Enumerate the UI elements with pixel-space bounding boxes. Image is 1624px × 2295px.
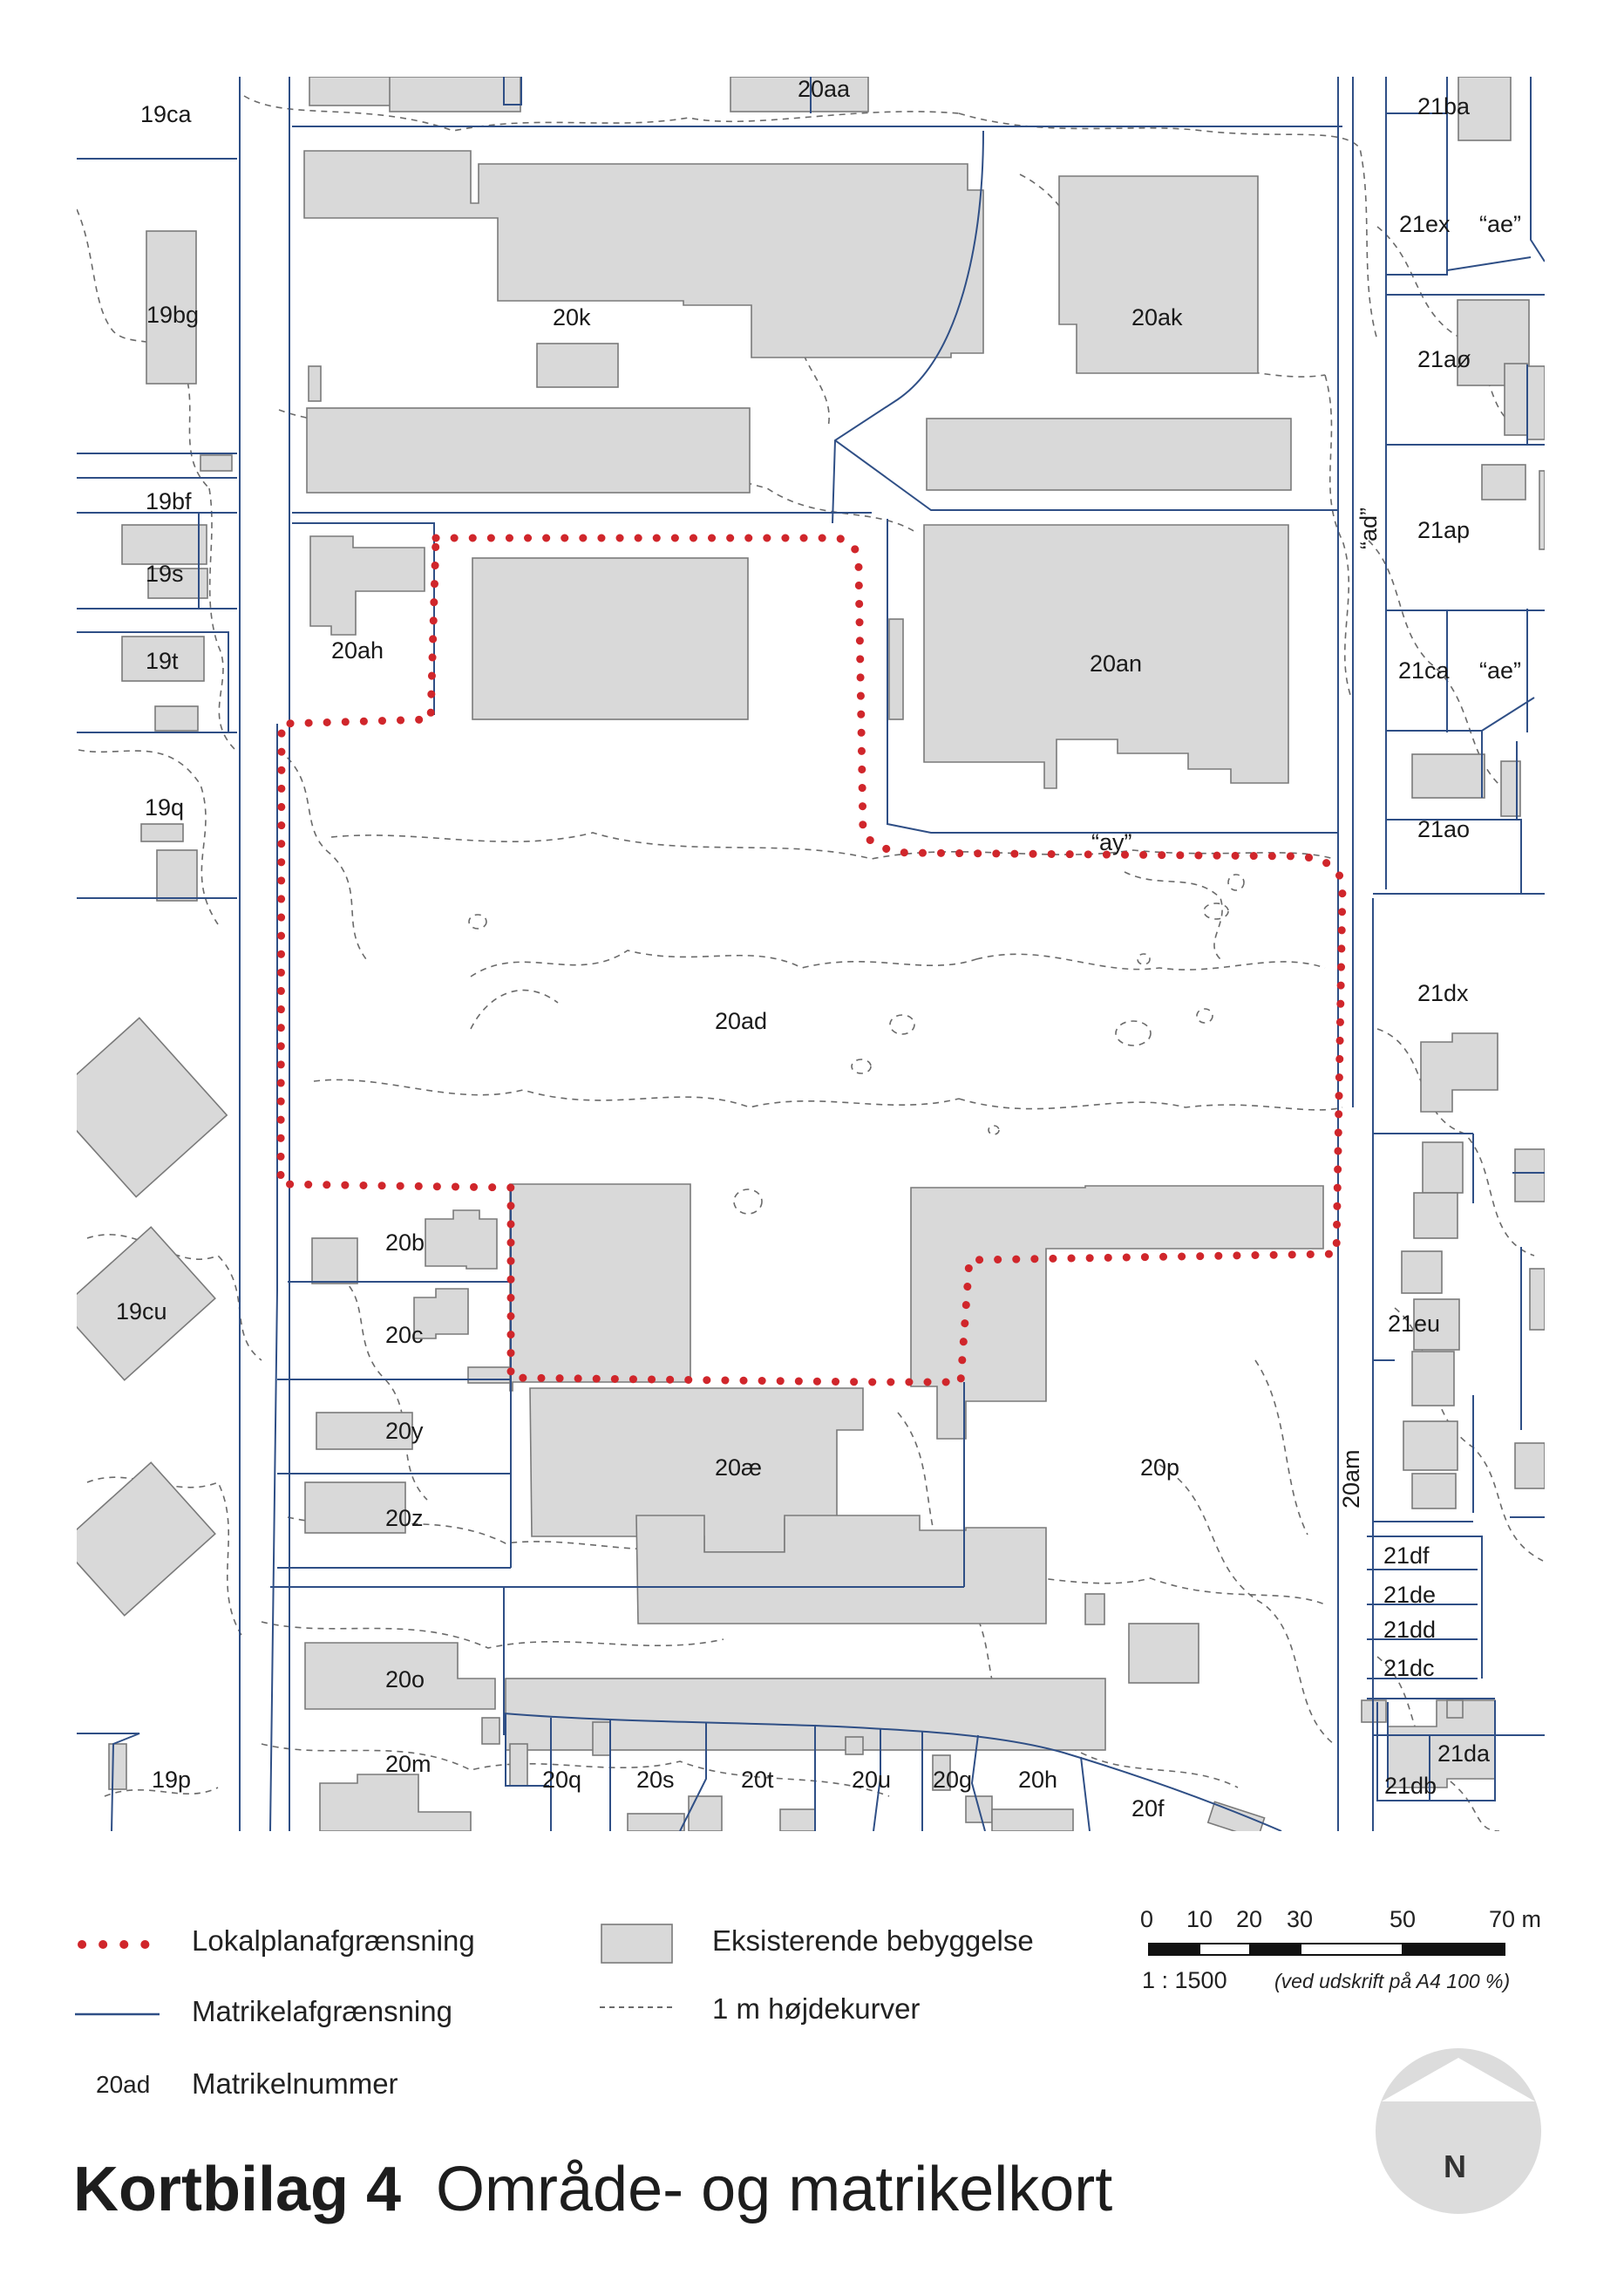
title-bold: Kortbilag 4 bbox=[73, 2155, 402, 2224]
parcel-label: 21da bbox=[1437, 1740, 1491, 1767]
parcel-label: 19s bbox=[146, 561, 184, 587]
parcel-label: 20ah bbox=[331, 637, 384, 664]
scale-tick-label: 20 bbox=[1236, 1906, 1263, 1932]
parcel-label: 21de bbox=[1383, 1582, 1436, 1608]
parcel-label: 20m bbox=[385, 1751, 431, 1777]
scale-ratio: 1 : 1500 bbox=[1142, 1967, 1227, 1993]
parcel-label: 20u bbox=[852, 1767, 891, 1793]
parcel-label: 20s bbox=[636, 1767, 675, 1793]
parcel-label: 20h bbox=[1018, 1767, 1057, 1793]
parcel-label: 20k bbox=[553, 304, 591, 330]
legend-contours-label: 1 m højdekurver bbox=[712, 1992, 921, 2025]
legend-parcel-number-example: 20ad bbox=[96, 2071, 151, 2098]
parcel-label: 20y bbox=[385, 1418, 424, 1444]
parcel-label: “ad” bbox=[1356, 507, 1382, 549]
scale-tick-label: 70 m bbox=[1489, 1906, 1542, 1932]
parcel-label: 20an bbox=[1090, 650, 1142, 677]
parcel-label: 21aø bbox=[1417, 346, 1471, 372]
legend-parcel-number-label: Matrikelnummer bbox=[192, 2067, 398, 2100]
parcel-label: 21ap bbox=[1417, 517, 1470, 543]
parcel-label: 20z bbox=[385, 1505, 424, 1531]
parcel-label: 21dc bbox=[1383, 1655, 1435, 1681]
legend-symbols bbox=[75, 1924, 673, 2016]
parcel-label: 20æ bbox=[715, 1454, 762, 1481]
scale-tick-label: 0 bbox=[1140, 1906, 1154, 1932]
parcel-label: 20o bbox=[385, 1666, 425, 1692]
page-title: Kortbilag 4 Område- og matrikelkort bbox=[73, 2154, 1112, 2225]
north-arrow-icon bbox=[1376, 2048, 1541, 2214]
scale-bar bbox=[1148, 1943, 1505, 1956]
scale-tick-label: 10 bbox=[1186, 1906, 1213, 1932]
parcel-label: 20b bbox=[385, 1229, 425, 1256]
parcel-label: 19t bbox=[146, 648, 179, 674]
parcel-label: 20p bbox=[1140, 1454, 1179, 1481]
parcel-label: 21ba bbox=[1417, 93, 1471, 119]
parcel-label: 20aa bbox=[798, 76, 851, 102]
parcel-label: 20q bbox=[542, 1767, 581, 1793]
parcel-label: 19bg bbox=[146, 302, 199, 328]
building-swatch bbox=[601, 1924, 673, 1964]
parcel-label: 20g bbox=[933, 1767, 972, 1793]
parcel-label: 21dx bbox=[1417, 980, 1469, 1006]
parcel-label: 20ad bbox=[715, 1008, 767, 1034]
parcel-label: 20t bbox=[741, 1767, 774, 1793]
parcel-label: 21ao bbox=[1417, 816, 1470, 842]
legend-plan-boundary-label: Lokalplanafgrænsning bbox=[192, 1924, 475, 1957]
parcel-label: 20c bbox=[385, 1322, 424, 1348]
parcel-label: 19cu bbox=[116, 1298, 167, 1325]
parcel-label: 19ca bbox=[140, 101, 193, 127]
parcel-label: 20ak bbox=[1131, 304, 1183, 330]
scale-print-note: (ved udskrift på A4 100 %) bbox=[1274, 1970, 1511, 1992]
scale-tick-label: 50 bbox=[1390, 1906, 1417, 1932]
parcel-label: 19p bbox=[152, 1767, 191, 1793]
parcel-boundaries bbox=[77, 77, 1545, 1831]
parcel-label: 19bf bbox=[146, 488, 192, 514]
title-regular: Område- og matrikelkort bbox=[436, 2155, 1113, 2224]
parcel-label: 20am bbox=[1338, 1449, 1364, 1508]
local-plan-boundary bbox=[276, 534, 1347, 1386]
parcel-label: 21ex bbox=[1399, 211, 1451, 237]
parcel-label: 20f bbox=[1131, 1795, 1165, 1822]
parcel-label: “ae” bbox=[1479, 657, 1521, 684]
parcel-label: 21dd bbox=[1383, 1617, 1436, 1643]
legend-parcel-boundary-label: Matrikelafgrænsning bbox=[192, 1995, 452, 2027]
legend-existing-buildings-label: Eksisterende bebyggelse bbox=[712, 1924, 1034, 1957]
parcel-label: 21df bbox=[1383, 1542, 1430, 1569]
parcel-label: “ae” bbox=[1479, 211, 1521, 237]
existing-buildings bbox=[77, 77, 1545, 1831]
parcel-label: 21eu bbox=[1388, 1311, 1440, 1337]
north-label: N bbox=[1444, 2149, 1466, 2184]
parcel-label: 21ca bbox=[1398, 657, 1451, 684]
parcel-number-labels: 19ca 20aa 21ba 21ex “ae” 19bg 20k 20ak 2… bbox=[116, 76, 1521, 1822]
parcel-label: 19q bbox=[145, 794, 184, 821]
parcel-label: “ay” bbox=[1091, 829, 1132, 855]
parcel-label: 21db bbox=[1384, 1773, 1437, 1799]
scale-tick-label: 30 bbox=[1287, 1906, 1314, 1932]
